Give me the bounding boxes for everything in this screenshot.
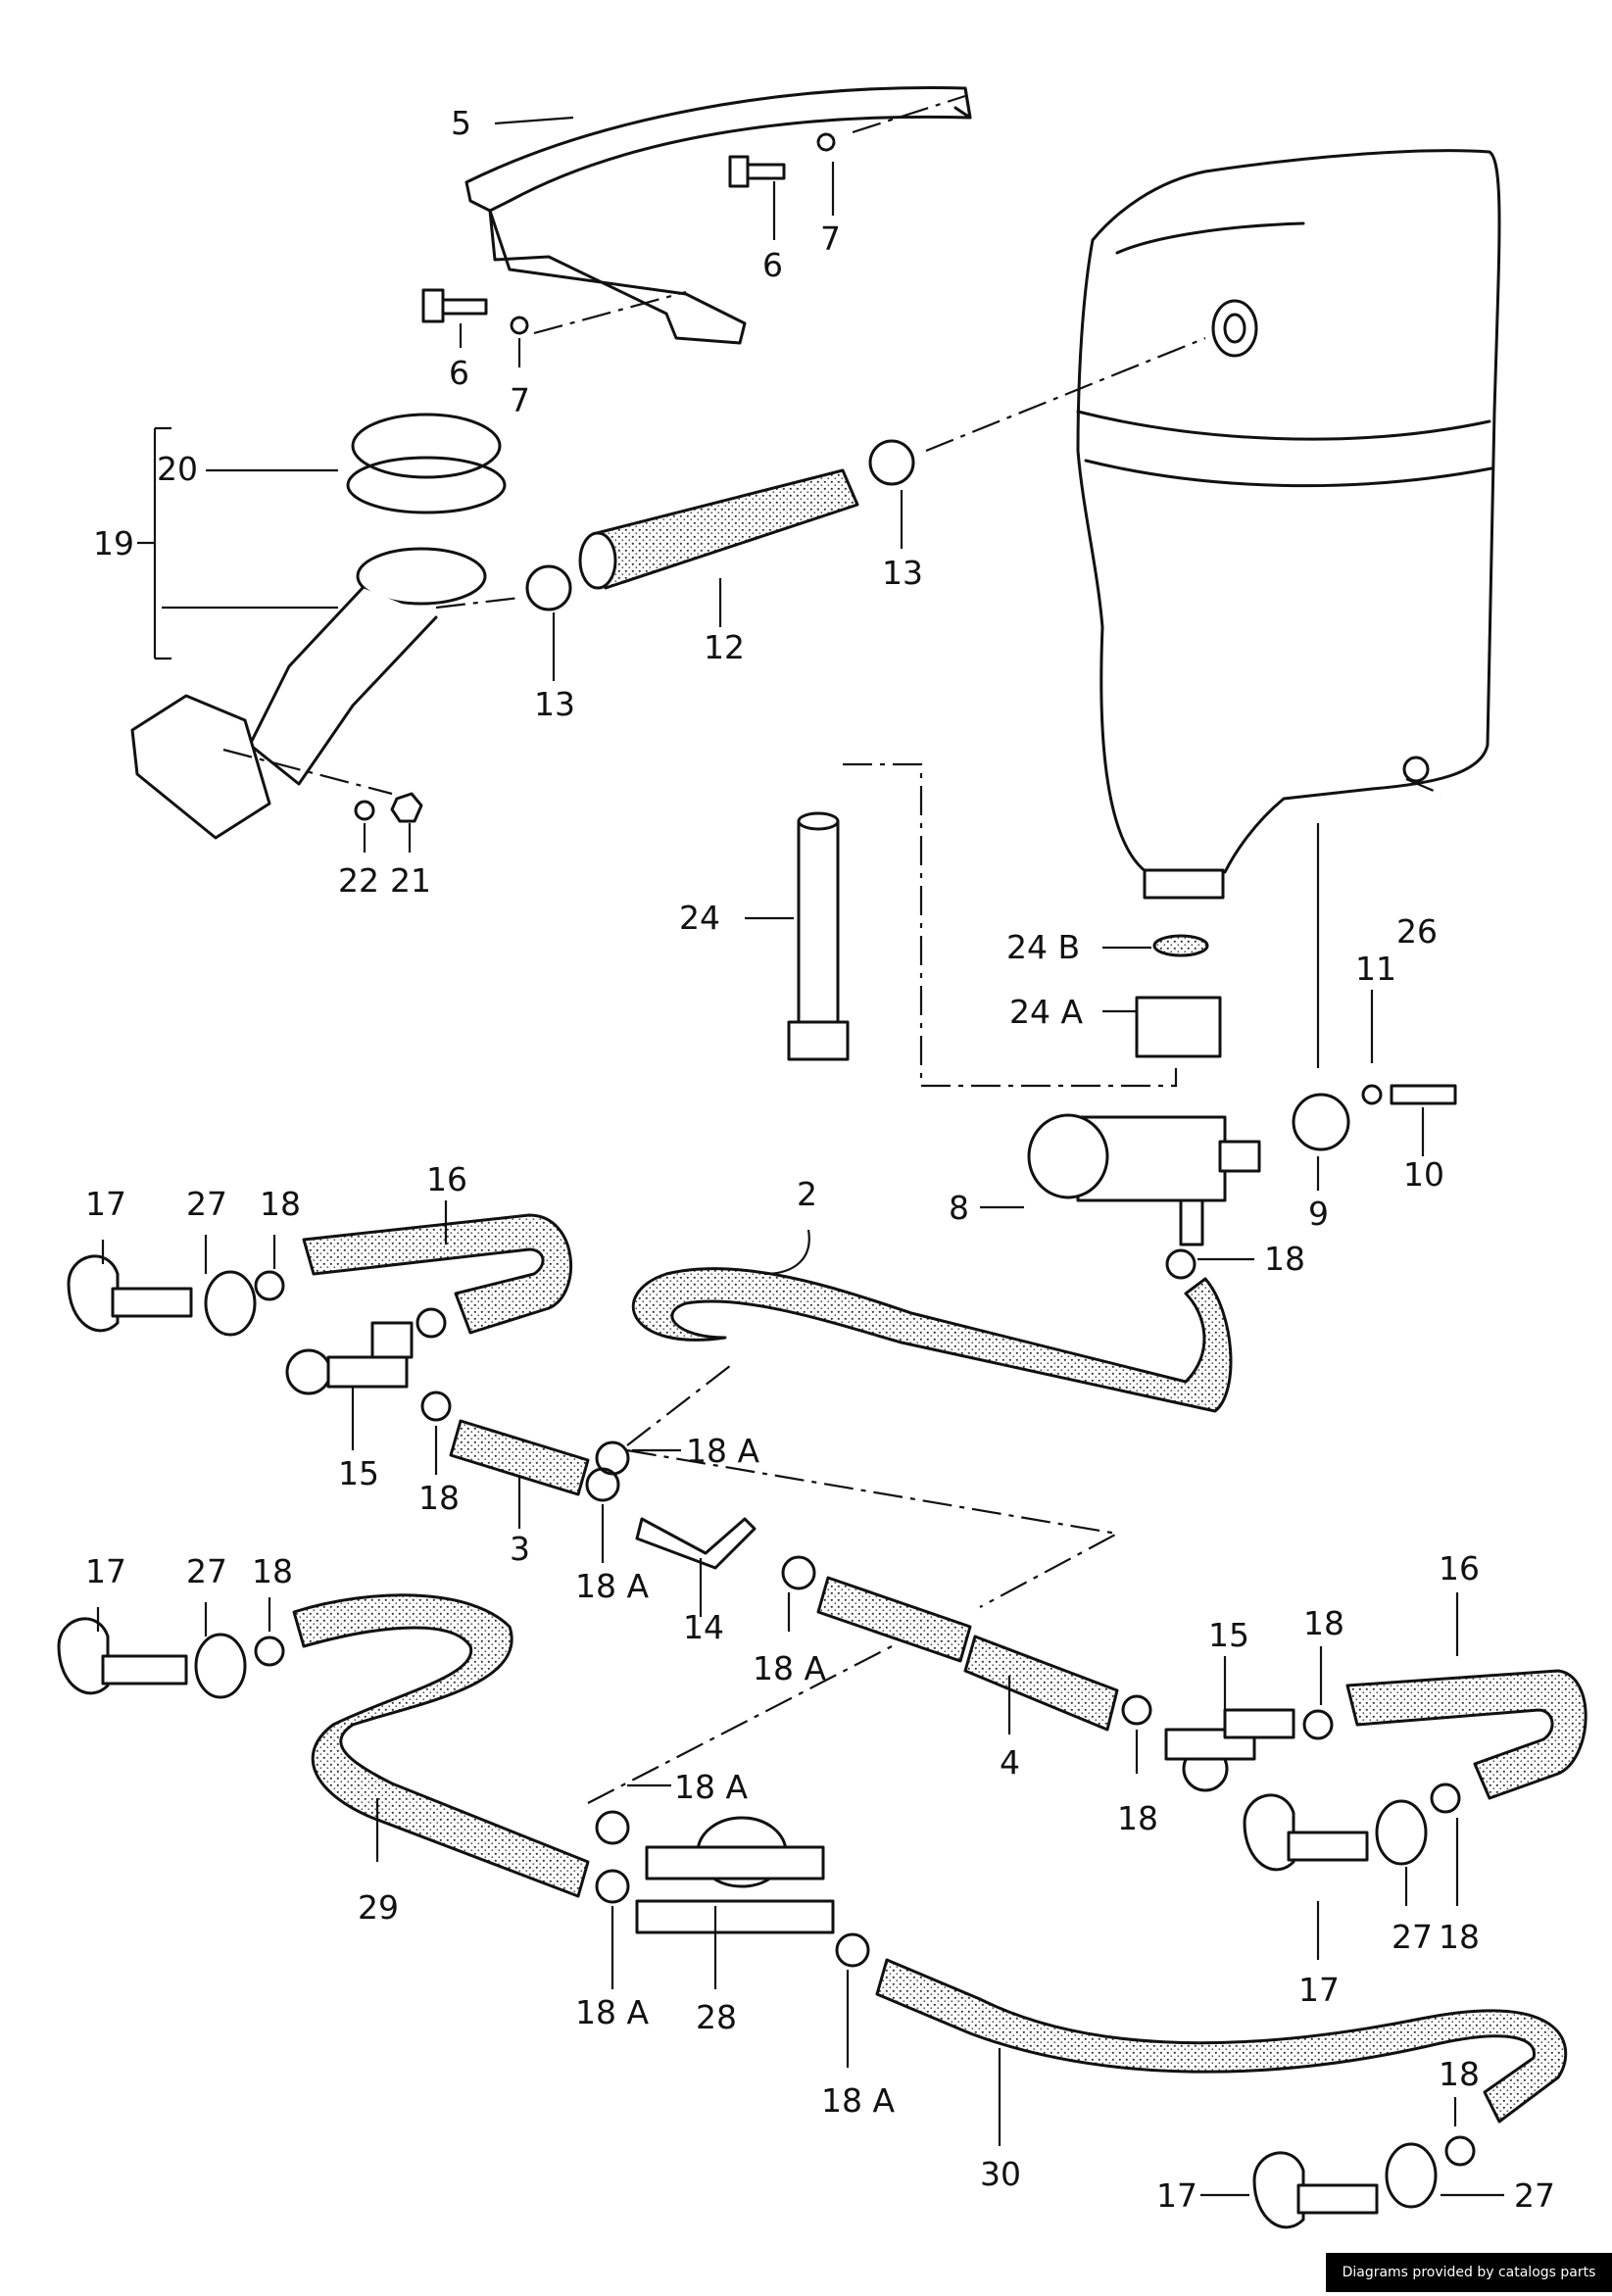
part-label: 13: [882, 554, 923, 592]
part-label: 20: [157, 450, 198, 488]
hose-part: [525, 439, 915, 611]
part-label: 18 A: [674, 1768, 748, 1806]
part-label: 24: [679, 899, 720, 937]
part-label: 17: [85, 1185, 126, 1223]
part-label: 2: [797, 1175, 817, 1213]
credit-banner: Diagrams provided by catalogs parts: [1326, 2253, 1612, 2292]
part-label: 26: [1396, 912, 1438, 951]
part-label: 13: [534, 685, 575, 723]
part-label: 6: [762, 246, 783, 284]
part-label: 18: [1264, 1240, 1305, 1278]
hose-part: [302, 1213, 572, 1335]
part-label: 3: [510, 1530, 530, 1568]
part-label: 18 A: [575, 1993, 649, 2031]
part-label: 27: [186, 1185, 227, 1223]
part-label: 7: [510, 381, 530, 419]
part-label: 16: [1439, 1549, 1480, 1588]
part-label: 24 A: [1009, 993, 1083, 1031]
part-label: 17: [1298, 1971, 1340, 2009]
bracket-part: [464, 86, 972, 345]
hose-clamp-part: [254, 1248, 1476, 2167]
part-label: 19: [93, 524, 134, 562]
part-label: 21: [390, 861, 431, 900]
part-label: 18 A: [575, 1567, 649, 1605]
hose-part: [631, 1267, 1233, 1413]
reservoir-tank: [1076, 149, 1501, 900]
part-label: 18: [1439, 2055, 1480, 2093]
filler-neck: [130, 413, 507, 840]
part-label: 17: [1156, 2176, 1197, 2215]
part-label: 6: [449, 354, 469, 392]
part-label: 4: [1000, 1743, 1020, 1782]
hose-part: [292, 1419, 1588, 2124]
part-labels: 5 6 7 6 7 20 19 13 12 13 22 21 24 24 B 2…: [85, 104, 1555, 2215]
part-label: 14: [683, 1608, 724, 1646]
part-label: 5: [451, 104, 471, 142]
part-label: 15: [1208, 1616, 1249, 1654]
part-label: 15: [338, 1454, 379, 1492]
part-label: 16: [426, 1160, 467, 1198]
part-label: 18: [1439, 1918, 1480, 1956]
part-label: 10: [1403, 1155, 1444, 1194]
part-label: 18 A: [821, 2081, 895, 2120]
relation-lines: [222, 94, 1441, 1804]
part-label: 17: [85, 1552, 126, 1590]
part-label: 18: [260, 1185, 301, 1223]
part-label: 22: [338, 861, 379, 900]
part-label: 30: [980, 2155, 1021, 2193]
part-label: 28: [696, 1998, 737, 2036]
screw-part: [421, 132, 836, 335]
part-label: 18 A: [753, 1649, 826, 1687]
part-label: 18 A: [686, 1432, 759, 1470]
part-label: 18: [1117, 1799, 1158, 1837]
part-label: 27: [1392, 1918, 1433, 1956]
leader-lines: [96, 116, 1504, 2197]
filter-part: [1027, 1084, 1457, 1246]
part-label: 7: [820, 220, 841, 258]
part-label: 24 B: [1006, 928, 1080, 966]
part-label: 27: [186, 1552, 227, 1590]
part-label: 18: [1303, 1604, 1344, 1642]
part-label: 11: [1355, 950, 1396, 988]
part-label: 9: [1308, 1195, 1329, 1233]
part-label: 18: [418, 1479, 460, 1517]
part-label: 8: [949, 1189, 969, 1227]
part-label: 29: [358, 1888, 399, 1927]
part-label: 27: [1514, 2176, 1555, 2215]
part-label: 12: [704, 628, 745, 666]
part-label: 18: [252, 1552, 293, 1590]
connector-part: [57, 1254, 1438, 2229]
pump-part: [787, 811, 1222, 1061]
